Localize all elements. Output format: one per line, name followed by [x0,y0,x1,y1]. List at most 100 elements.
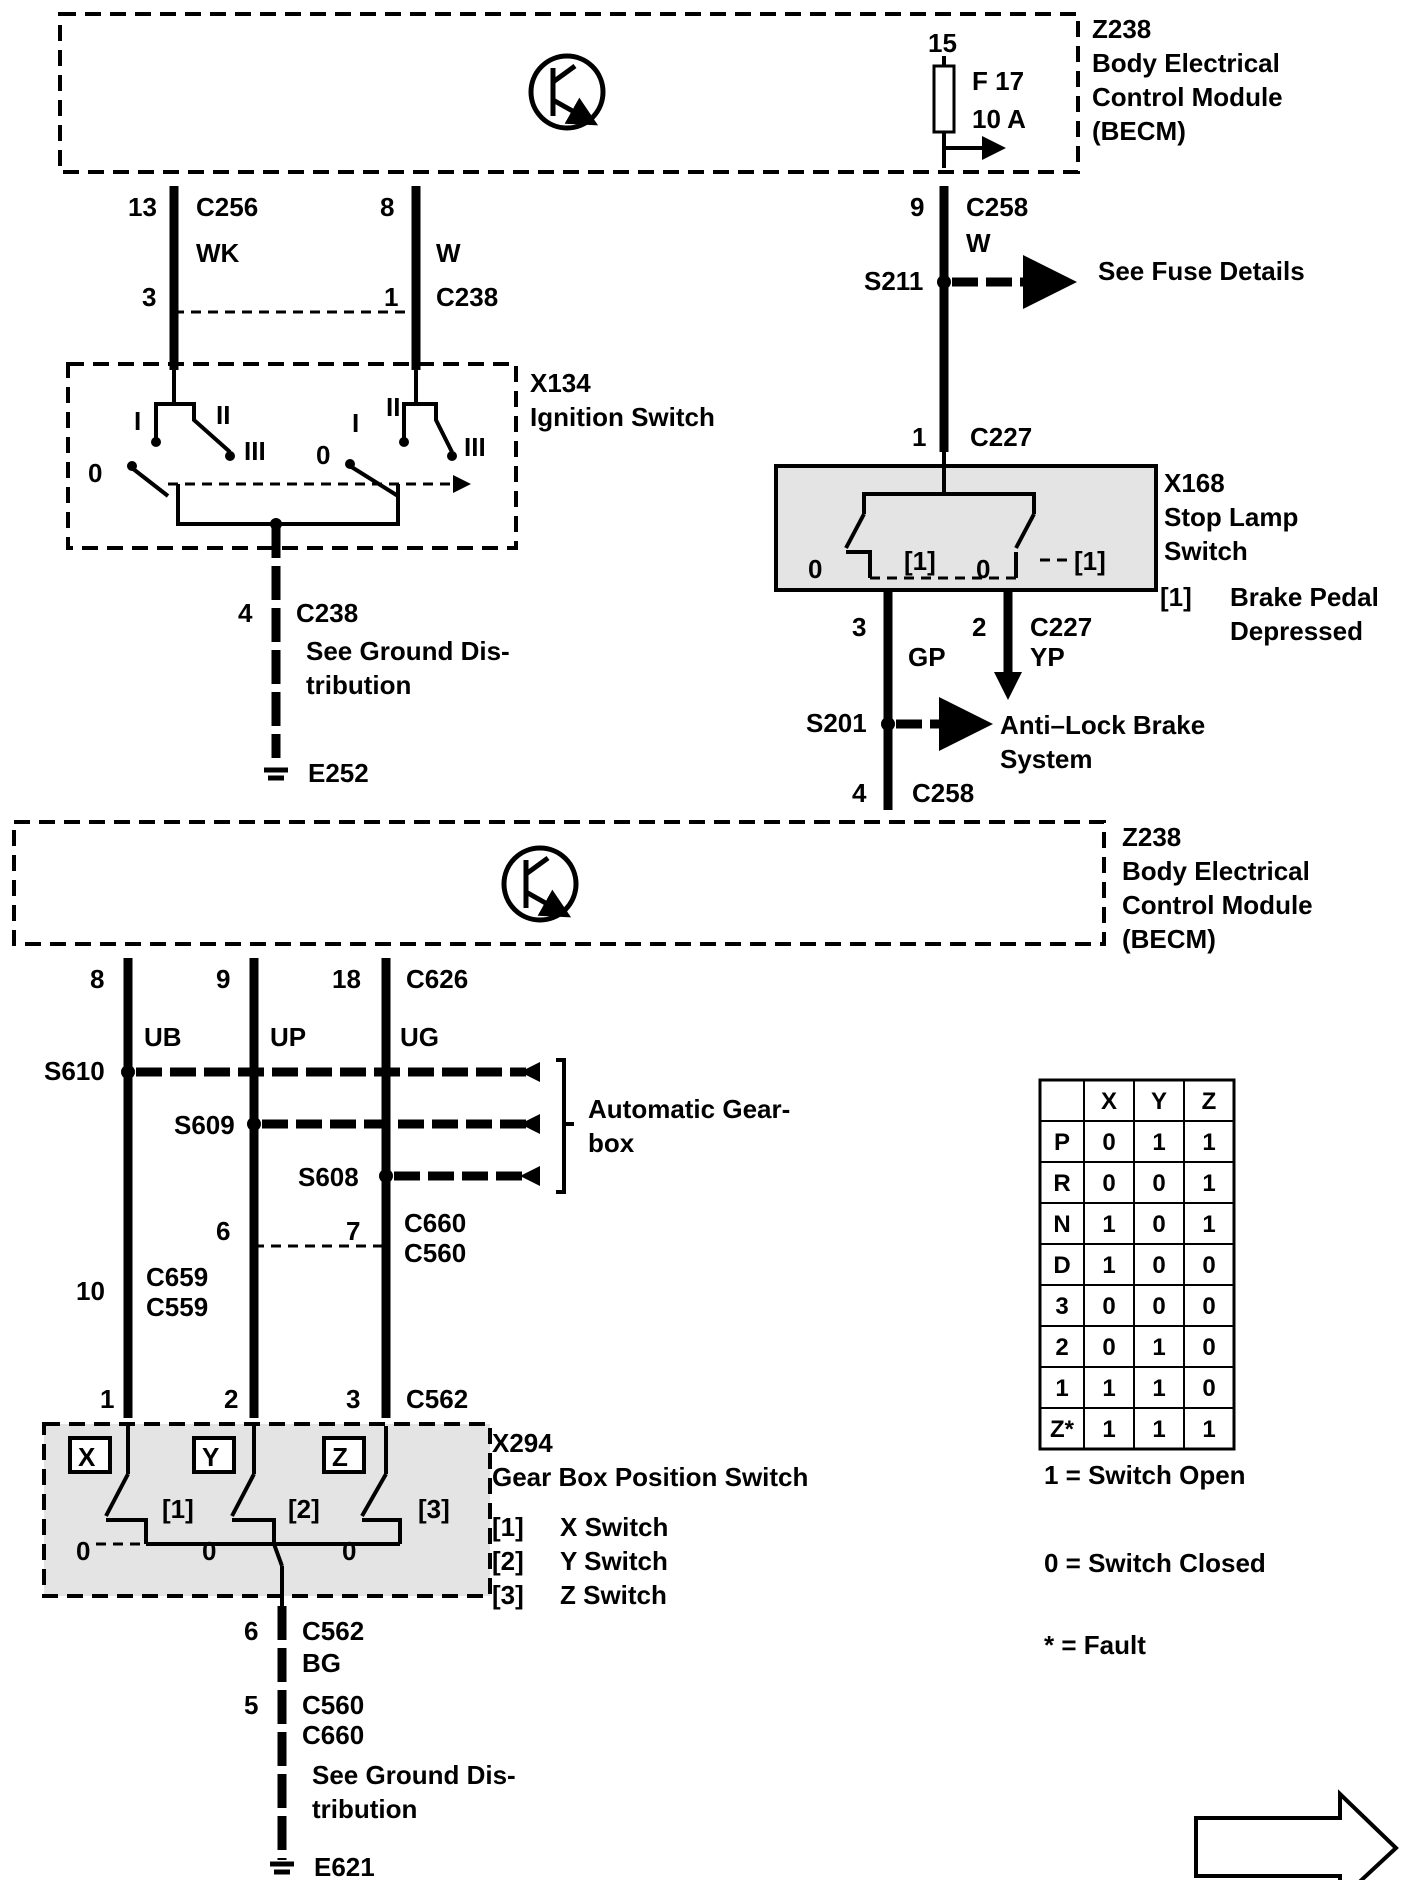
svg-text:1: 1 [100,1384,114,1414]
svg-text:S608: S608 [298,1162,359,1192]
table-cell-text: 0 [1152,1293,1165,1320]
svg-text:0: 0 [976,554,990,584]
becm-bottom-ref: Z238 [1122,822,1181,852]
becm-top-box [58,12,1080,174]
svg-text:C560: C560 [302,1690,364,1720]
table-cell-text: P [1054,1129,1070,1156]
table-cell-text: 1 [1152,1416,1165,1443]
table-cell-text: 0 [1152,1170,1165,1197]
svg-text:4: 4 [238,598,253,628]
svg-text:[3]: [3] [418,1494,450,1524]
ground-icon [264,767,288,781]
table-cell-text: 1 [1202,1416,1215,1443]
svg-text:C660: C660 [404,1208,466,1238]
svg-text:C238: C238 [436,282,498,312]
table-cell-text: 2 [1055,1334,1068,1361]
table-cell-text: 1 [1102,1416,1115,1443]
svg-text:YP: YP [1030,642,1065,672]
truth-table-frame [1038,1078,1236,1451]
table-cell-text: 3 [1055,1293,1068,1320]
svg-text:2: 2 [224,1384,238,1414]
stoplamp-ref: X168 [1164,468,1225,498]
table-cell-text: 1 [1202,1129,1215,1156]
abs-ref-1: Anti–Lock Brake [1000,710,1205,740]
svg-text:3: 3 [142,282,156,312]
transistor-icon [501,845,579,923]
fuse-icon [932,64,956,134]
fuse-rating: 10 A [972,104,1026,134]
table-cell-text: 1 [1152,1334,1165,1361]
table-cell-text: 0 [1102,1170,1115,1197]
table-cell-text: 0 [1202,1334,1215,1361]
svg-text:6: 6 [216,1216,230,1246]
becm-bottom-name-1: Body Electrical [1122,856,1310,886]
ground-e621: E621 [314,1852,375,1880]
svg-text:3: 3 [346,1384,360,1414]
svg-text:[1]: [1] [492,1512,524,1542]
svg-text:Brake Pedal: Brake Pedal [1230,582,1379,612]
key-fault: * = Fault [1044,1630,1146,1660]
becm-top-name-2: Control Module [1092,82,1283,112]
svg-text:5: 5 [244,1690,258,1720]
svg-text:10: 10 [76,1276,105,1306]
svg-text:[2]: [2] [492,1546,524,1576]
table-header: Y [1151,1088,1167,1115]
svg-text:tribution: tribution [312,1794,417,1824]
svg-text:8: 8 [380,192,394,222]
svg-text:0: 0 [342,1536,356,1566]
svg-text:C227: C227 [970,422,1032,452]
svg-text:1: 1 [912,422,926,452]
svg-text:[1]: [1] [1160,582,1192,612]
table-cell-text: N [1053,1211,1070,1238]
next-page-arrow-icon[interactable] [1194,1789,1399,1880]
stoplamp-name-2: Switch [1164,536,1248,566]
table-cell-text: 1 [1202,1170,1215,1197]
svg-text:BG: BG [302,1648,341,1678]
becm-bottom-box [12,820,1106,946]
svg-text:Depressed: Depressed [1230,616,1363,646]
svg-text:9: 9 [910,192,924,222]
svg-text:3: 3 [852,612,866,642]
svg-text:See Ground Dis-: See Ground Dis- [312,1760,516,1790]
svg-text:0: 0 [88,458,102,488]
svg-text:C258: C258 [912,778,974,808]
splice-s610 [121,1065,135,1079]
table-cell-text: 0 [1102,1293,1115,1320]
table-cell-text: 1 [1055,1375,1068,1402]
table-cell-text: 0 [1152,1211,1165,1238]
svg-text:tribution: tribution [306,670,411,700]
svg-text:W: W [436,238,461,268]
svg-text:[3]: [3] [492,1580,524,1610]
svg-text:4: 4 [852,778,867,808]
table-cell-text: 1 [1102,1375,1115,1402]
splice-s609 [247,1117,261,1131]
table-cell-text: 0 [1202,1375,1215,1402]
ground-e252: E252 [308,758,369,788]
svg-text:Z Switch: Z Switch [560,1580,667,1610]
svg-text:WK: WK [196,238,240,268]
svg-text:I: I [352,408,359,438]
stoplamp-name-1: Stop Lamp [1164,502,1298,532]
auto-gearbox-1: Automatic Gear- [588,1094,790,1124]
svg-text:II: II [216,400,230,430]
svg-text:C626: C626 [406,964,468,994]
gear-z-box: Z [332,1442,348,1472]
table-cell-text: 0 [1102,1129,1115,1156]
table-header: Z [1202,1088,1217,1115]
stop-lamp-contacts [844,452,1070,580]
svg-text:0: 0 [316,440,330,470]
svg-text:C258: C258 [966,192,1028,222]
svg-text:C256: C256 [196,192,258,222]
svg-text:UG: UG [400,1022,439,1052]
svg-text:6: 6 [244,1616,258,1646]
svg-text:1: 1 [384,282,398,312]
svg-text:[1]: [1] [162,1494,194,1524]
splice-s608 [379,1169,393,1183]
becm-top-name-3: (BECM) [1092,116,1186,146]
table-cell-text: 0 [1152,1252,1165,1279]
key-open: 1 = Switch Open [1044,1460,1246,1490]
svg-text:C562: C562 [302,1616,364,1646]
table-cell-text: 0 [1202,1293,1215,1320]
table-cell-text: 1 [1152,1129,1165,1156]
ignition-ref: X134 [530,368,591,398]
